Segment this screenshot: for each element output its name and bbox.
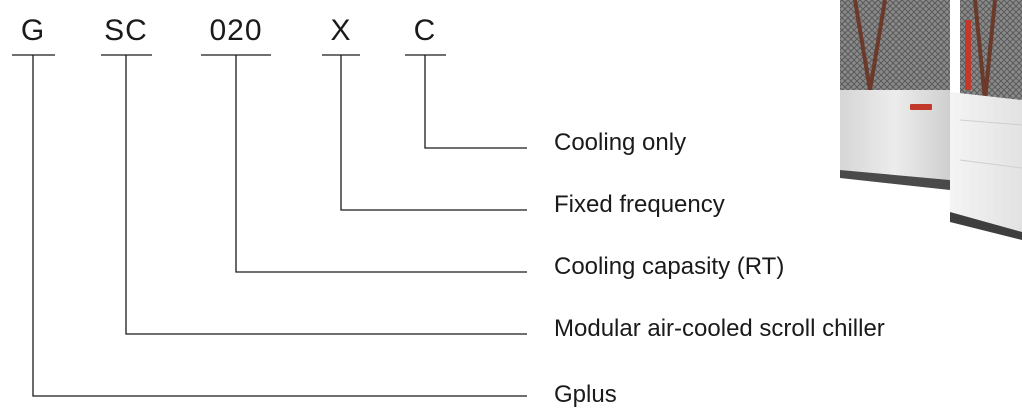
- desc-gplus: Gplus: [554, 381, 617, 408]
- connector-x: [340, 55, 527, 211]
- chiller-unit-left: [840, 0, 950, 190]
- code-letter-g: G: [21, 14, 45, 47]
- code-letter-sc: SC: [104, 14, 148, 47]
- connector-sc: [125, 55, 527, 335]
- desc-cooling-only: Cooling only: [554, 129, 686, 156]
- desc-cooling-capacity: Cooling capasity (RT): [554, 253, 784, 280]
- code-letter-c: C: [414, 14, 437, 47]
- connector-020: [235, 55, 527, 273]
- gplus-logo-icon: [910, 104, 932, 110]
- code-letter-x: X: [330, 14, 351, 47]
- desc-fixed-frequency: Fixed frequency: [554, 191, 725, 218]
- connector-c: [424, 55, 527, 149]
- desc-modular-chiller: Modular air-cooled scroll chiller: [554, 315, 885, 342]
- chiller-unit-right: [950, 0, 1022, 240]
- code-letter-020: 020: [209, 14, 262, 47]
- connector-g: [32, 55, 527, 397]
- chiller-units-photo: [800, 0, 1022, 240]
